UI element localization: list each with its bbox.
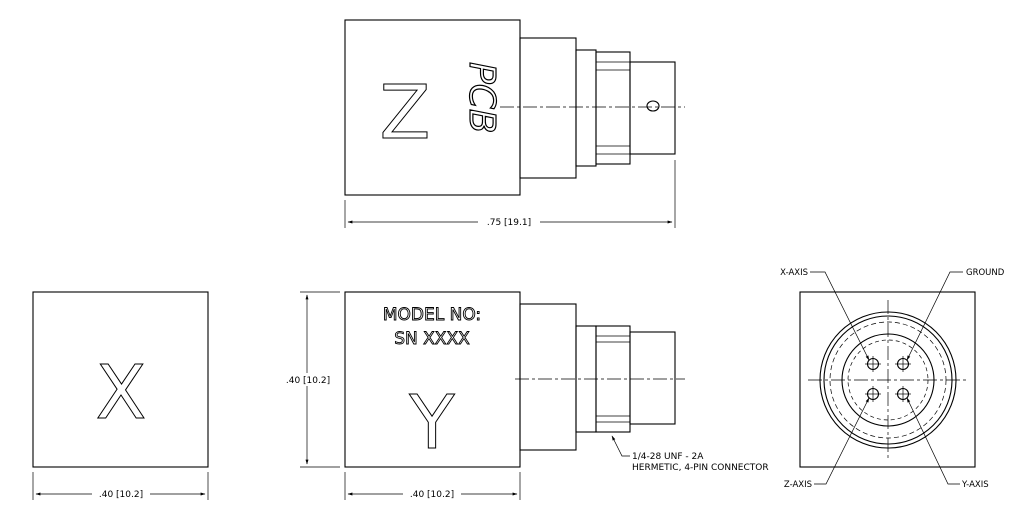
- top-view: Z PCB .75 [19.1]: [344, 19, 685, 228]
- top-view-width-label: .75 [19.1]: [487, 218, 531, 228]
- model-number-label: MODEL NO:: [383, 305, 481, 325]
- left-view-axis-letter: X: [96, 350, 147, 436]
- left-view: X .40 [10.2]: [32, 291, 209, 500]
- pin-y-axis: [895, 386, 911, 402]
- x-axis-leader: [810, 271, 870, 361]
- ground-label: GROUND: [966, 268, 1005, 278]
- connector-note-line1: 1/4-28 UNF - 2A: [632, 452, 704, 462]
- front-view-width-label: .40 [10.2]: [410, 490, 454, 500]
- front-view-height-label: .40 [10.2]: [286, 376, 330, 386]
- left-view-width-label: .40 [10.2]: [99, 490, 143, 500]
- x-axis-label: X-AXIS: [780, 268, 808, 278]
- pin-z-axis: [865, 386, 881, 402]
- top-view-connector: [519, 37, 676, 179]
- pin-ground: [895, 356, 911, 372]
- end-view-body: [799, 291, 976, 468]
- connector-note-leader: [611, 435, 630, 457]
- connector-note-line2: HERMETIC, 4-PIN CONNECTOR: [632, 463, 769, 473]
- z-axis-leader: [814, 397, 870, 485]
- front-view-connector: [519, 303, 676, 451]
- z-axis-label: Z-AXIS: [784, 480, 812, 490]
- y-axis-leader: [906, 397, 960, 485]
- top-view-axis-letter: Z: [380, 70, 431, 156]
- pcb-logo: PCB: [461, 62, 502, 134]
- serial-number-label: SN XXXX: [394, 329, 470, 349]
- pin-x-axis: [865, 356, 881, 372]
- ground-leader: [906, 271, 963, 361]
- front-view: MODEL NO: SN XXXX Y .40 [10.2] .40 [10.2…: [283, 291, 769, 500]
- left-view-body: [32, 291, 209, 468]
- front-view-axis-letter: Y: [408, 380, 455, 466]
- key-hole: [646, 100, 660, 112]
- end-view: X-AXIS GROUND Z-AXIS Y-AXIS: [780, 268, 1005, 490]
- y-axis-label: Y-AXIS: [961, 480, 989, 490]
